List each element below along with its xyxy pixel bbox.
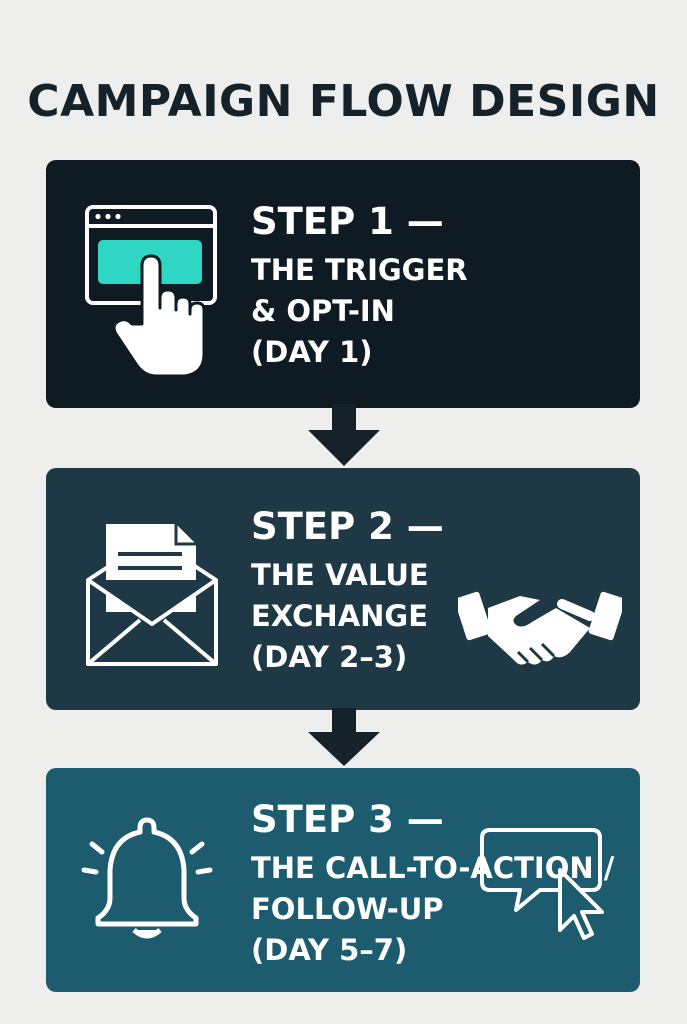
step-1-line-2: & OPT-IN: [251, 294, 395, 328]
step-2-line-1: THE VALUE: [251, 558, 429, 592]
step-1-card: STEP 1 — THE TRIGGER & OPT-IN (DAY 1): [46, 160, 640, 408]
speech-bubble-cursor-icon: [480, 828, 604, 940]
step-3-line-2: FOLLOW-UP: [251, 892, 444, 926]
step-3-line-3: (DAY 5–7): [251, 933, 408, 967]
step-1-line-3: (DAY 1): [251, 335, 373, 369]
step-1-heading: STEP 1 —: [251, 200, 444, 243]
arrow-down-icon: [308, 708, 380, 766]
step-2-heading: STEP 2 —: [251, 505, 444, 548]
step-2-card: STEP 2 — THE VALUE EXCHANGE (DAY 2–3): [46, 468, 640, 710]
step-3-text: STEP 3 — THE CALL-TO-ACTION / FOLLOW-UP …: [251, 798, 614, 971]
bell-icon: [81, 817, 213, 939]
handshake-icon: [458, 591, 622, 665]
step-1-line-1: THE TRIGGER: [251, 253, 468, 287]
browser-click-icon: [85, 205, 217, 378]
step-3-line-1: THE CALL-TO-ACTION /: [251, 851, 615, 885]
arrow-down-icon: [308, 404, 380, 466]
step-2-text: STEP 2 — THE VALUE EXCHANGE (DAY 2–3): [251, 505, 444, 678]
step-2-line-3: (DAY 2–3): [251, 640, 408, 674]
step-3-heading: STEP 3 —: [251, 798, 444, 841]
page-title: CAMPAIGN FLOW DESIGN: [27, 76, 660, 127]
step-2-line-2: EXCHANGE: [251, 599, 429, 633]
step-1-text: STEP 1 — THE TRIGGER & OPT-IN (DAY 1): [251, 200, 468, 373]
step-3-card: STEP 3 — THE CALL-TO-ACTION / FOLLOW-UP …: [46, 768, 640, 992]
open-envelope-icon: [86, 524, 218, 666]
